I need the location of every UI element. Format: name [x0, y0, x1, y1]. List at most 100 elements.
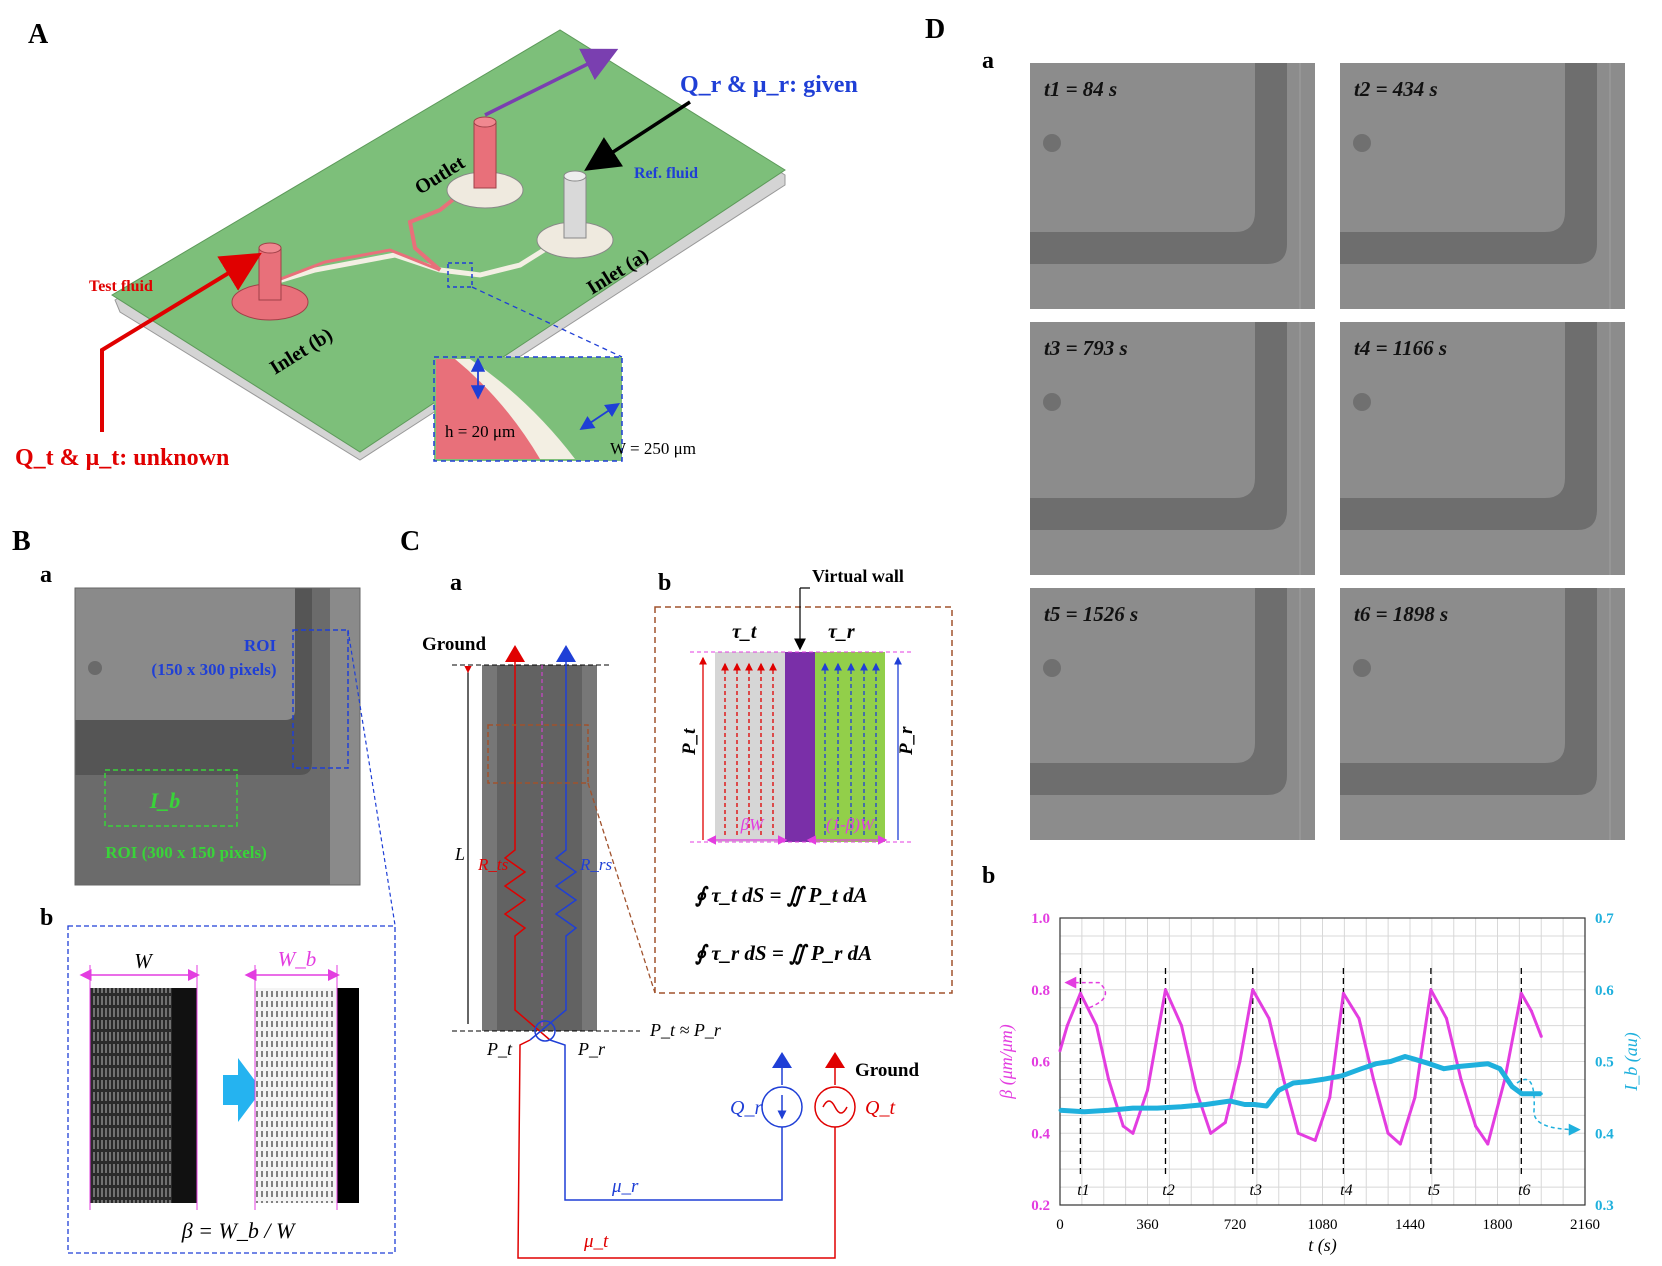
- panel-letter-d: D: [925, 14, 945, 45]
- series-point-2: [1265, 1104, 1269, 1108]
- series-point-2: [1180, 1105, 1184, 1109]
- series-point-1: [1094, 1024, 1098, 1028]
- ref-fluid-label: Ref. fluid: [634, 165, 698, 182]
- time-marker-label: t4: [1340, 1182, 1352, 1199]
- time-marker-label: t2: [1162, 1182, 1174, 1199]
- time-marker-label: t1: [1077, 1182, 1089, 1199]
- series-point-2: [1252, 1103, 1256, 1107]
- equation-2: ∮ τ_r dS = ∬ P_r dA: [695, 941, 872, 965]
- x-axis-label: t (s): [1308, 1235, 1337, 1256]
- Pr-side-label: P_r: [896, 726, 917, 756]
- micrograph-spot: [1043, 393, 1061, 411]
- roi-blue-size: (150 x 300 pixels): [151, 660, 276, 679]
- series-point-1: [1194, 1088, 1198, 1092]
- y-right-tick-label: 0.3: [1595, 1198, 1614, 1214]
- panel-letter-b: B: [12, 526, 31, 557]
- micrograph-1: t1 = 84 s: [1030, 63, 1315, 309]
- series-point-2: [1427, 1062, 1431, 1066]
- panel-cb-virtual-wall: Virtual wall τ_t τ_r P_t P_r βW (1-β)W ∮…: [654, 566, 953, 994]
- series-point-1: [1386, 1131, 1390, 1135]
- series-point-1: [1372, 1077, 1376, 1081]
- micrograph-channel: [1340, 63, 1597, 264]
- sub-letter-db: b: [982, 863, 995, 889]
- series-point-1: [1078, 991, 1082, 995]
- series-point-1: [1459, 1077, 1463, 1081]
- series-point-2: [1204, 1103, 1208, 1107]
- zoom-inset: [433, 356, 623, 462]
- y-right-tick-label: 0.4: [1595, 1126, 1614, 1142]
- micrograph-channel: [1030, 63, 1287, 264]
- series-point-2: [1539, 1092, 1543, 1096]
- series-point-2: [1243, 1103, 1247, 1107]
- micrograph-time-label: t4 = 1166 s: [1354, 336, 1447, 360]
- series-point-1: [1486, 1142, 1490, 1146]
- micrograph-time-label: t6 = 1898 s: [1354, 602, 1448, 626]
- series-point-1: [1223, 1120, 1227, 1124]
- panel-letter-a: A: [28, 19, 49, 50]
- series-point-2: [1306, 1080, 1310, 1084]
- tau-t-label: τ_t: [732, 621, 758, 643]
- micrograph-3: t3 = 793 s: [1030, 322, 1315, 575]
- series-point-1: [1146, 1088, 1149, 1092]
- panel-a-chip: Q_r & μ_r: given Ref. fluid Test fluid O…: [15, 29, 858, 471]
- series-point-1: [1180, 1024, 1184, 1028]
- roi-green-box: [104, 769, 238, 827]
- series-point-2: [1155, 1106, 1159, 1110]
- Pr-label: P_r: [577, 1039, 606, 1059]
- micrograph-2: t2 = 434 s: [1340, 63, 1625, 309]
- left-axis-indicator: [1064, 976, 1107, 1009]
- ref-flow-arrow: [584, 100, 691, 171]
- w-arrow: [579, 403, 620, 430]
- x-tick-label: 1440: [1395, 1217, 1425, 1233]
- series-point-2: [1498, 1067, 1502, 1071]
- series-point-1: [1121, 1124, 1125, 1128]
- y-left-axis-label: β (μm/μm): [996, 1024, 1017, 1100]
- unknown-label: Q_t & μ_t: unknown: [15, 445, 229, 471]
- wb-label: W_b: [278, 947, 317, 971]
- series-point-2: [1374, 1062, 1378, 1066]
- series-point-2: [1228, 1099, 1232, 1103]
- sub-letter-bb: b: [40, 905, 53, 931]
- test-fluid-label: Test fluid: [89, 278, 153, 295]
- series-point-1: [1341, 991, 1345, 995]
- time-marker-label: t5: [1428, 1182, 1440, 1199]
- series-point-2: [1413, 1057, 1417, 1061]
- Qt-label: Q_t: [865, 1097, 895, 1119]
- panel-ca-circuit: Ground Ground L R_ts R_rs P_t P_r P_t ≈ …: [422, 634, 920, 1259]
- series-point-1: [1107, 1077, 1111, 1081]
- roi-blue-box: [292, 629, 349, 769]
- time-marker-label: t3: [1250, 1182, 1262, 1199]
- series-point-2: [1530, 1092, 1534, 1096]
- ib-label: I_b: [149, 788, 181, 813]
- x-tick-label: 360: [1136, 1217, 1159, 1233]
- w-label: W = 250 μm: [610, 439, 696, 458]
- mu-t-label: μ_t: [583, 1231, 609, 1252]
- y-left-tick-label: 0.8: [1031, 983, 1050, 999]
- chip-top: [111, 29, 786, 453]
- series-point-1: [1530, 1009, 1534, 1013]
- series-point-1: [1267, 1016, 1271, 1020]
- micrograph-spot: [1353, 659, 1371, 677]
- y-left-tick-label: 1.0: [1031, 911, 1050, 927]
- series-point-2: [1471, 1063, 1475, 1067]
- panel-ba-image: ROI (150 x 300 pixels) I_b ROI (300 x 15…: [74, 587, 396, 926]
- series-point-1: [1131, 1131, 1135, 1135]
- raw-image: [90, 988, 172, 1203]
- outlet-port: [473, 121, 497, 189]
- series-point-1: [1328, 1095, 1332, 1099]
- micrograph-4: t4 = 1166 s: [1340, 322, 1625, 575]
- series-point-1: [1519, 991, 1523, 995]
- binary-image: [255, 988, 337, 1203]
- L-label: L: [454, 844, 465, 864]
- micrograph-channel: [1030, 588, 1287, 795]
- Pt-label: P_t: [486, 1039, 513, 1059]
- x-tick-label: 2160: [1570, 1217, 1600, 1233]
- virtual-wall-label: Virtual wall: [812, 566, 904, 586]
- series-point-2: [1520, 1092, 1524, 1096]
- virtual-wall-bar: [785, 652, 815, 842]
- time-marker-label: t6: [1518, 1182, 1530, 1199]
- series-point-2: [1389, 1060, 1393, 1063]
- y-right-axis-label: I_b (au): [1621, 1032, 1642, 1091]
